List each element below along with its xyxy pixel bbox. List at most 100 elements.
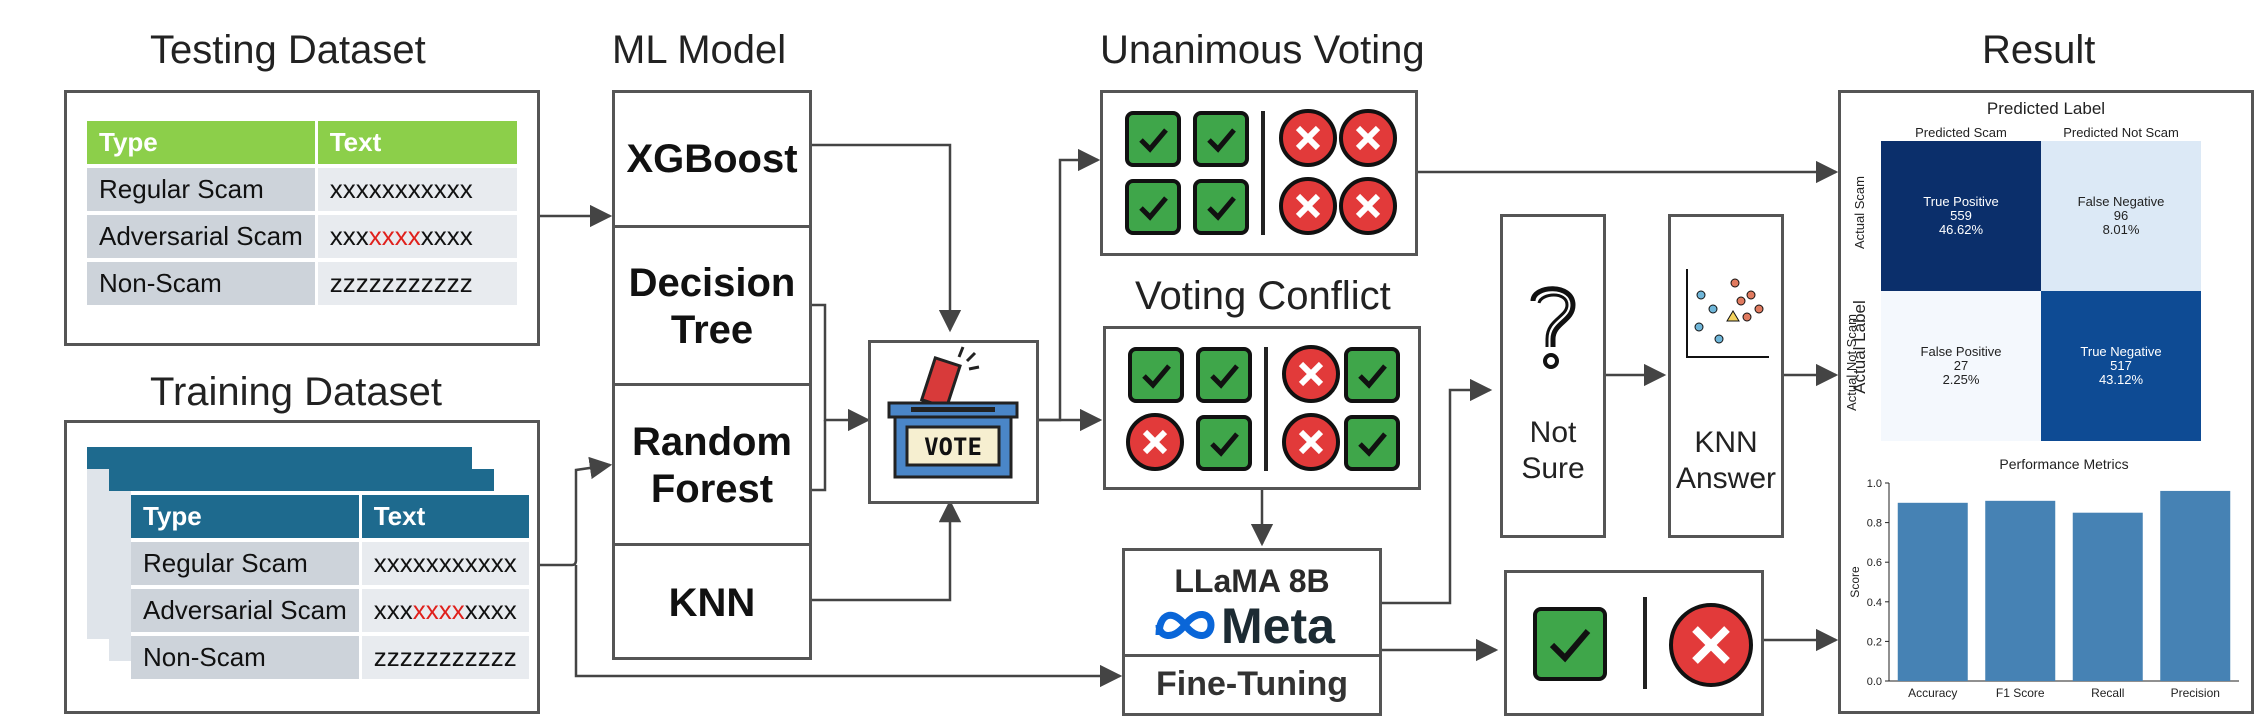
heading-unanimous-voting: Unanimous Voting [1100, 28, 1425, 72]
cm-cell-label: True Negative [2080, 344, 2162, 359]
heading-ml-model: ML Model [612, 28, 787, 72]
heading-voting-conflict: Voting Conflict [1135, 274, 1391, 318]
cm-title: Predicted Label [1986, 99, 2106, 118]
col-header-type: Type [87, 121, 315, 164]
y-tick-label: 0.2 [1867, 636, 1882, 648]
y-tick-label: 0.8 [1867, 518, 1882, 530]
cross-icon [1339, 177, 1397, 235]
knn-scatter-icon [1686, 269, 1769, 358]
arrow-rforest-to-vote [808, 420, 827, 492]
cross-icon [1279, 177, 1337, 235]
cross-icon [1282, 413, 1340, 471]
training-dataset-frame: Type Text Regular Scam xxxxxxxxxxx Adver… [64, 420, 540, 714]
table-row: Regular Scam xxxxxxxxxxx [87, 168, 517, 211]
fine-tuning-label: Fine-Tuning [1156, 665, 1348, 703]
cross-icon [1339, 109, 1397, 167]
voting-conflict-box [1103, 326, 1421, 490]
check-icon [1196, 347, 1252, 403]
check-icon [1193, 111, 1249, 167]
row-text: xxxxxxxxxxx [314, 215, 517, 258]
y-tick-label: 0.4 [1867, 597, 1882, 609]
y-tick-label: 1.0 [1867, 478, 1882, 490]
y-tick-label: 0.6 [1867, 557, 1882, 569]
cm-row-label: Actual Not Scam [1843, 314, 1859, 411]
x-tick-label: Recall [2091, 686, 2124, 700]
bar [2160, 490, 2231, 681]
meta-logo-icon [1155, 611, 1215, 639]
cm-cell-count: 96 [2113, 208, 2129, 223]
result-panel: Predicted Label Predicted Scam Predicted… [1838, 90, 2254, 714]
meta-brand: Meta [1221, 598, 1335, 654]
cm-row-label: Actual Scam [1851, 176, 1867, 249]
cm-cell-count: 27 [1953, 358, 1969, 373]
arrow-training-to-finetune [574, 565, 1123, 688]
row-type: Non-Scam [87, 262, 315, 305]
table-row: Adversarial Scam xxxxxxxxxxx [131, 589, 529, 632]
cm-cell-label: False Negative [2077, 194, 2165, 209]
fine-tuning-box: Fine-Tuning [1122, 654, 1382, 716]
check-icon [1128, 347, 1184, 403]
vote-divider [1261, 111, 1265, 235]
knn-answer-box: KNN Answer [1668, 214, 1784, 538]
cm-cell-label: True Positive [1923, 194, 1999, 209]
cm-cell-pct: 2.25% [1942, 372, 1980, 387]
cm-cell-count: 559 [1950, 208, 1972, 223]
not-sure-box: Not Sure [1500, 214, 1606, 538]
training-dataset-table: Type Text Regular Scam xxxxxxxxxxx Adver… [131, 491, 529, 683]
vote-divider [1264, 347, 1268, 471]
arrow-training-to-model [538, 456, 613, 567]
x-tick-label: F1 Score [1996, 686, 2045, 700]
bar [2072, 512, 2143, 681]
col-header-text: Text [358, 495, 529, 538]
check-icon [1125, 179, 1181, 235]
cm-cell-pct: 46.62% [1938, 222, 1984, 237]
cm-cell-pct: 8.01% [2102, 222, 2140, 237]
unanimous-voting-box [1100, 90, 1418, 256]
cm-cell-pct: 43.12% [2098, 372, 2144, 387]
table-row: Adversarial Scam xxxxxxxxxxx [87, 215, 517, 258]
ml-model-stack: XGBoost Decision Tree Random Forest KNN [612, 90, 812, 660]
check-icon [1344, 347, 1400, 403]
cross-icon [1282, 345, 1340, 403]
model-decision-tree: Decision Tree [615, 225, 809, 386]
model-knn: KNN [615, 543, 809, 660]
knn-answer-label: KNN Answer [1675, 426, 1777, 495]
cm-cell-label: False Positive [1920, 344, 2002, 359]
table-row: Regular Scam xxxxxxxxxxx [131, 542, 529, 585]
col-header-text: Text [314, 121, 517, 164]
performance-metrics-chart: Performance Metrics0.00.20.40.60.81.0Sco… [1848, 456, 2239, 700]
row-text: xxxxxxxxxxx [314, 168, 517, 211]
question-mark-icon [1530, 286, 1576, 369]
final-verdict-box [1504, 570, 1764, 716]
cross-icon [1126, 413, 1184, 471]
row-type: Non-Scam [131, 636, 359, 679]
not-sure-label: Not Sure [1521, 416, 1585, 485]
y-axis-label: Score [1848, 566, 1862, 598]
check-icon [1125, 111, 1181, 167]
model-random-forest: Random Forest [615, 383, 809, 546]
arrow-knn-to-vote [808, 499, 962, 602]
arrow-dtree-to-vote [808, 303, 871, 432]
ballot-box-icon: VOTE [887, 346, 1019, 479]
row-type: Adversarial Scam [87, 215, 315, 258]
testing-dataset-frame: Type Text Regular Scam xxxxxxxxxxx Adver… [64, 90, 540, 346]
col-header-type: Type [131, 495, 359, 538]
chart-title: Performance Metrics [1999, 456, 2128, 472]
bar [1897, 502, 1968, 681]
cm-cell-count: 517 [2110, 358, 2132, 373]
row-type: Regular Scam [87, 168, 315, 211]
row-text: xxxxxxxxxxx [358, 542, 529, 585]
table-row: Non-Scam zzzzzzzzzzz [87, 262, 517, 305]
table-row: Non-Scam zzzzzzzzzzz [131, 636, 529, 679]
cm-col-label: Predicted Not Scam [2063, 125, 2179, 140]
row-text: zzzzzzzzzzz [314, 262, 517, 305]
heading-training-dataset: Training Dataset [150, 370, 442, 414]
check-icon [1533, 607, 1607, 681]
row-text: xxxxxxxxxxx [358, 589, 529, 632]
